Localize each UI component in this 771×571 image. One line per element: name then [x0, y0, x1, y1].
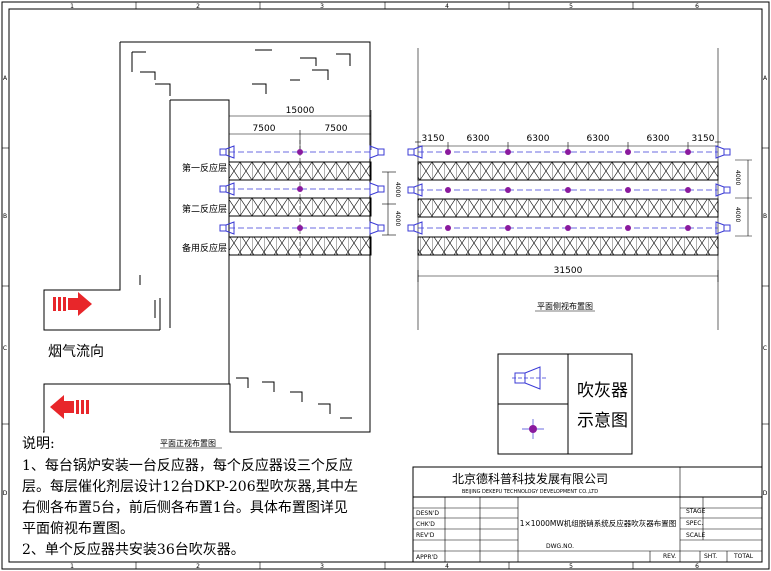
side-dim-6: 3150	[692, 134, 715, 144]
row-label-a-right: A	[763, 75, 768, 82]
layer-label-1: 第一反应层	[182, 162, 227, 174]
side-layer-dims	[735, 159, 752, 237]
scale-label: SCALE	[686, 532, 705, 539]
front-layer-dims	[382, 171, 396, 236]
row-label-d: D	[3, 490, 8, 497]
legend-box	[497, 353, 633, 455]
side-view-frame	[415, 48, 721, 330]
flow-arrow-out	[50, 395, 89, 419]
flow-direction-label: 烟气流向	[48, 344, 104, 360]
row-label-d-right: D	[763, 490, 768, 497]
col-label-2: 2	[196, 3, 200, 10]
nozzle-dot-icon	[522, 419, 544, 439]
front-dim-right: 7500	[325, 124, 348, 134]
front-catalyst-layers	[228, 161, 372, 256]
row-label-a: A	[3, 75, 8, 82]
row-label-b-right: B	[763, 213, 767, 220]
row-label-c-right: C	[763, 345, 767, 352]
title-block	[412, 466, 763, 563]
col-label-3: 3	[320, 3, 324, 10]
company-name-en: BEIJING DEKEPU TECHNOLOGY DEVELOPMENT CO…	[462, 489, 598, 495]
legend-label-line2: 示意图	[577, 411, 628, 431]
stage-label: STAGE	[686, 508, 706, 515]
sht-label: SHT.	[704, 553, 717, 560]
notes-heading: 说明:	[22, 436, 55, 452]
col-label-2-bottom: 2	[196, 563, 200, 570]
notes-line-3: 右侧各布置5台，前后侧各布置1台。具体布置图详见	[22, 499, 348, 516]
duct-outline	[43, 41, 371, 433]
front-blower-rows	[219, 145, 385, 235]
dwg-no-label: DWG.NO.	[546, 543, 574, 550]
col-label-1-bottom: 1	[70, 563, 74, 570]
side-dim-3: 6300	[527, 134, 550, 144]
spec-label: SPEC.	[686, 520, 703, 527]
col-label-1: 1	[70, 3, 74, 10]
side-dim-2: 6300	[467, 134, 490, 144]
blower-symbol-icon	[512, 366, 546, 390]
col-label-5-bottom: 5	[569, 563, 573, 570]
side-blower-rows	[407, 145, 731, 235]
col-label-3-bottom: 3	[320, 563, 324, 570]
side-dim-5: 6300	[647, 134, 670, 144]
layer-label-2: 第二反应层	[182, 203, 227, 215]
side-dim-total: 31500	[554, 266, 583, 276]
apprd-label: APPR'D	[416, 554, 438, 561]
notes-line-4: 平面俯视布置图。	[22, 521, 134, 537]
side-dim-1: 3150	[422, 134, 445, 144]
notes-line-5: 2、单个反应器共安装36台吹灰器。	[22, 541, 245, 558]
col-label-5: 5	[569, 3, 573, 10]
total-label: TOTAL	[733, 553, 754, 560]
front-dim-layer-1: 4000	[394, 182, 401, 197]
desnd-label: DESN'D	[416, 510, 439, 517]
side-dim-layer-2: 4000	[734, 207, 741, 222]
front-dim-left: 7500	[253, 124, 276, 134]
side-total-dim	[417, 270, 719, 282]
side-catalyst-layers	[417, 161, 719, 256]
side-view-caption: 平面侧视布置图	[537, 301, 593, 311]
notes-line-2: 层。每层催化剂层设计12台DKP-206型吹灰器,其中左	[22, 479, 358, 495]
layer-label-3: 备用反应层	[182, 242, 227, 254]
row-label-c: C	[3, 345, 7, 352]
chkd-label: CHK'D	[416, 521, 435, 528]
revd-label: REV'D	[416, 532, 435, 539]
legend-label-line1: 吹灰器	[577, 381, 628, 401]
front-dim-total: 15000	[286, 106, 315, 116]
drawing-title: 1×1000MW机组脱硝系统反应器吹灰器布置图	[520, 518, 677, 528]
notes-line-1: 1、每台锅炉安装一台反应器，每个反应器设三个反应	[22, 457, 353, 474]
col-label-6-bottom: 6	[695, 563, 699, 570]
front-dim-layer-2: 4000	[394, 211, 401, 226]
col-label-4: 4	[445, 3, 449, 10]
col-label-6: 6	[695, 3, 699, 10]
front-view-caption: 平面正视布置图	[160, 438, 216, 448]
row-label-b: B	[3, 213, 7, 220]
col-label-4-bottom: 4	[445, 563, 449, 570]
side-dim-4: 6300	[587, 134, 610, 144]
inner-border	[8, 8, 763, 563]
rev-label: REV.	[663, 553, 676, 560]
company-name: 北京德科普科技发展有限公司	[452, 471, 608, 486]
side-dim-layer-1: 4000	[734, 170, 741, 185]
flow-arrow-in	[53, 292, 92, 316]
